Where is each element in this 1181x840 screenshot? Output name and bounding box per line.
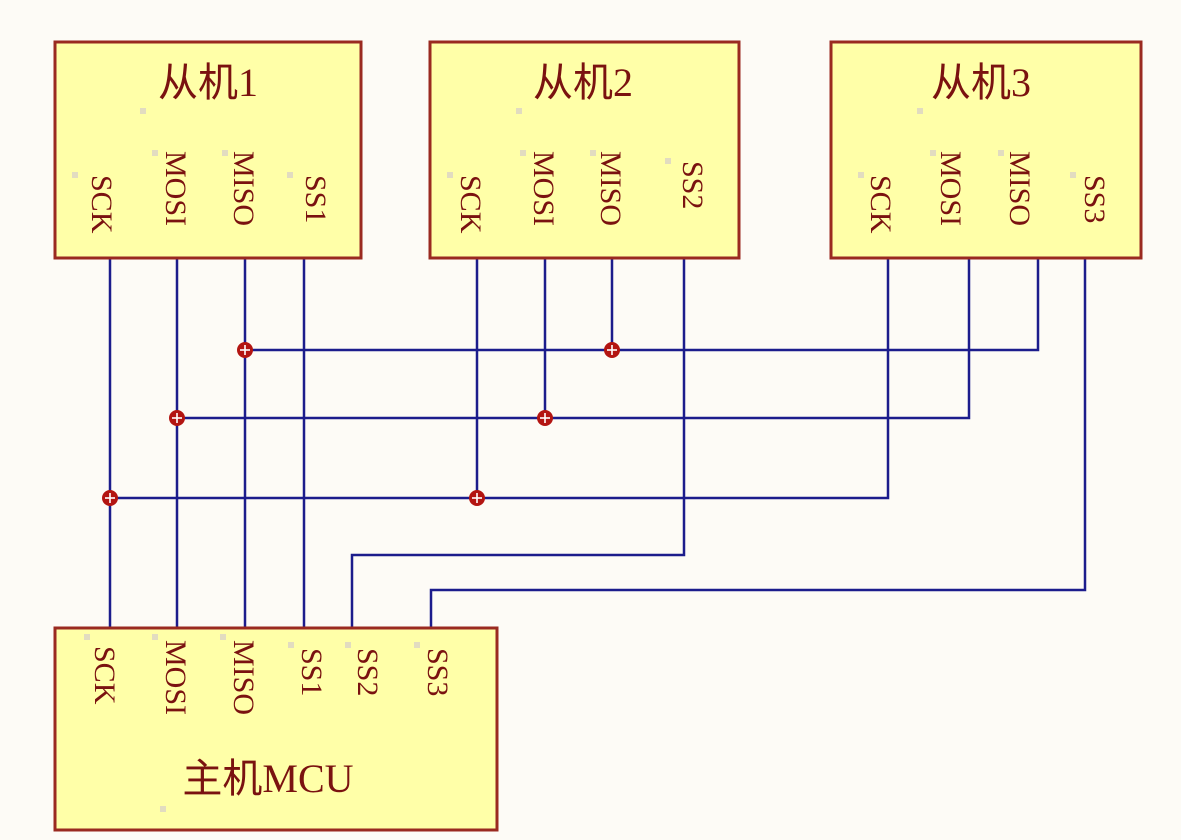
slave-1-pin-mosi: MOSI xyxy=(159,151,192,226)
wire-mosi-bus xyxy=(177,258,971,420)
slave-2-body xyxy=(428,40,741,260)
slave-2-pin-mosi: MOSI xyxy=(527,151,560,226)
anchor-mark xyxy=(447,172,453,178)
slave-2-pin-miso: MISO xyxy=(594,151,627,226)
anchor-mark xyxy=(665,158,671,164)
slave-1-pin-ss1: SS1 xyxy=(299,175,332,223)
anchor-mark xyxy=(998,150,1004,156)
master-pin-sck: SCK xyxy=(88,646,121,705)
anchor-mark xyxy=(288,642,294,648)
slave-3-body xyxy=(829,40,1143,260)
slave-2-pin-ss2: SS2 xyxy=(676,161,709,209)
pin-anchor-marks xyxy=(72,108,1076,812)
anchor-mark xyxy=(84,634,90,640)
wire-sck-bus xyxy=(110,258,890,500)
anchor-mark xyxy=(516,108,522,114)
junction-dot xyxy=(604,342,620,358)
junction-dot xyxy=(169,410,185,426)
anchor-mark xyxy=(152,150,158,156)
slave-1-title: 从机1 xyxy=(158,60,258,105)
anchor-mark xyxy=(917,108,923,114)
slave-3-pin-miso: MISO xyxy=(1003,151,1036,226)
anchor-mark xyxy=(590,150,596,156)
anchor-mark xyxy=(930,150,936,156)
slave-3-title: 从机3 xyxy=(931,60,1031,105)
wire-ss3 xyxy=(429,258,1087,628)
anchor-mark xyxy=(520,150,526,156)
wire-miso-bus xyxy=(245,258,1040,352)
slave-3-block: 从机3 SCK MOSI MISO SS3 xyxy=(829,40,1143,260)
slave-1-pin-miso: MISO xyxy=(227,151,260,226)
master-pin-ss3: SS3 xyxy=(421,648,454,696)
slave-3-pin-sck: SCK xyxy=(864,175,897,234)
anchor-mark xyxy=(345,642,351,648)
slave-1-block: 从机1 SCK MOSI MISO SS1 xyxy=(53,40,363,260)
wires xyxy=(108,258,1087,628)
junctions xyxy=(102,342,620,506)
anchor-mark xyxy=(414,642,420,648)
anchor-mark xyxy=(152,634,158,640)
master-mcu-title: 主机MCU xyxy=(182,756,353,801)
junction-dot xyxy=(469,490,485,506)
anchor-mark xyxy=(1070,172,1076,178)
master-pin-mosi: MOSI xyxy=(159,640,192,715)
master-pin-ss1: SS1 xyxy=(295,648,328,696)
anchor-mark xyxy=(160,806,166,812)
anchor-mark xyxy=(220,634,226,640)
slave-2-block: 从机2 SCK MOSI MISO SS2 xyxy=(428,40,741,260)
slave-1-body xyxy=(53,40,363,260)
anchor-mark xyxy=(222,150,228,156)
junction-dot xyxy=(537,410,553,426)
anchor-mark xyxy=(858,172,864,178)
master-mcu-body xyxy=(53,626,499,832)
anchor-mark xyxy=(287,172,293,178)
slave-3-pin-mosi: MOSI xyxy=(934,151,967,226)
junction-dot xyxy=(102,490,118,506)
slave-1-pin-sck: SCK xyxy=(85,175,118,234)
master-pin-ss2: SS2 xyxy=(351,648,384,696)
slave-2-title: 从机2 xyxy=(533,60,633,105)
master-pin-miso: MISO xyxy=(227,640,260,715)
slave-3-pin-ss3: SS3 xyxy=(1078,175,1111,223)
master-mcu-block: SCK MOSI MISO SS1 SS2 SS3 主机MCU xyxy=(53,626,499,832)
junction-dot xyxy=(237,342,253,358)
anchor-mark xyxy=(140,108,146,114)
wire-ss2 xyxy=(350,258,686,628)
slave-2-pin-sck: SCK xyxy=(454,175,487,234)
anchor-mark xyxy=(72,172,78,178)
